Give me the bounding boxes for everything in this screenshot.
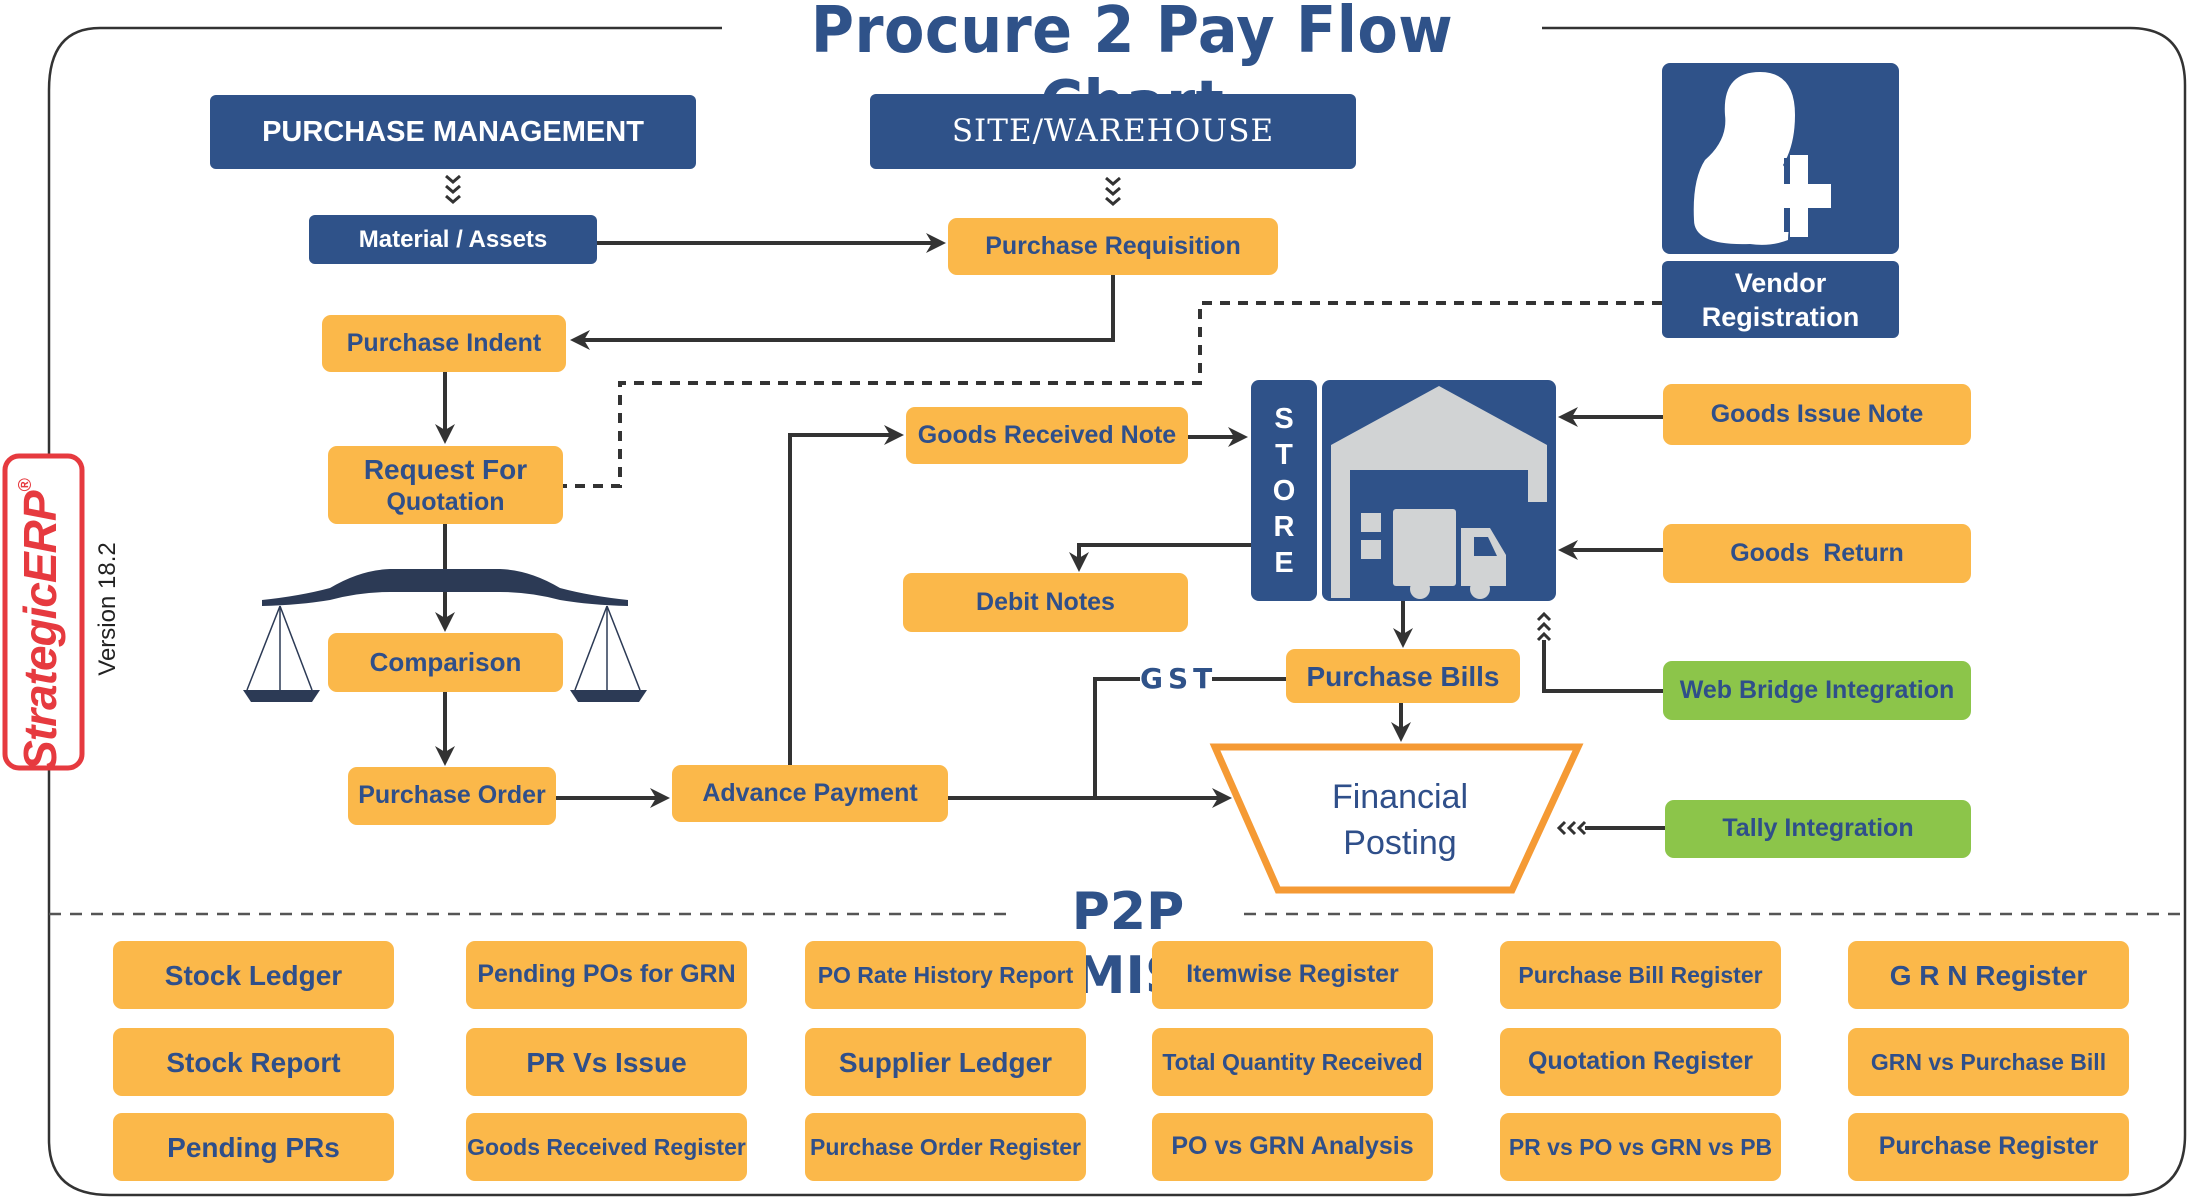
gst-label: GST — [1140, 662, 1218, 695]
web-bridge-integration-node[interactable]: Web Bridge Integration — [1663, 661, 1971, 720]
debit-notes-node[interactable]: Debit Notes — [903, 573, 1188, 632]
chevron-down-icon — [1105, 176, 1121, 206]
mis-report-label: Stock Ledger — [164, 959, 343, 991]
mis-report-label: Goods Received Register — [467, 1133, 746, 1160]
mis-report-label: Supplier Ledger — [838, 1046, 1053, 1078]
outer-frame — [47, 26, 2187, 1197]
mis-report-label: G R N Register — [1889, 959, 2088, 991]
request-for-quotation-node[interactable]: Request For Quotation — [328, 446, 563, 524]
chevron-left-icon — [1556, 820, 1587, 836]
mis-report-label: Purchase Register — [1878, 1132, 2099, 1161]
mis-report-label: Stock Report — [166, 1046, 341, 1078]
mis-report-button[interactable]: Goods Received Register — [466, 1113, 747, 1181]
mis-report-button[interactable]: Pending POs for GRN — [466, 941, 747, 1009]
warehouse-truck-icon — [1322, 380, 1556, 601]
goods-received-note-node[interactable]: Goods Received Note — [906, 407, 1188, 464]
store-label[interactable]: S T O R E — [1251, 380, 1317, 601]
page-title: Procure 2 Pay Flow Chart — [754, 0, 1510, 142]
mis-report-label: GRN vs Purchase Bill — [1870, 1048, 2107, 1075]
connector-webbridge-to-store — [1542, 640, 1663, 693]
connector-vendor-to-rfq — [563, 301, 1662, 488]
mis-report-button[interactable]: Purchase Bill Register — [1500, 941, 1781, 1009]
purchase-order-node[interactable]: Purchase Order — [348, 767, 556, 825]
connector-store-to-debit — [1069, 543, 1251, 572]
registered-mark: ® — [15, 479, 35, 492]
mis-report-button[interactable]: G R N Register — [1848, 941, 2129, 1009]
mis-report-button[interactable]: Stock Ledger — [113, 941, 394, 1009]
mis-report-label: PR Vs Issue — [526, 1046, 687, 1078]
mis-report-label: PO vs GRN Analysis — [1171, 1132, 1414, 1161]
mis-report-button[interactable]: Quotation Register — [1500, 1028, 1781, 1096]
material-assets-node[interactable]: Material / Assets — [309, 215, 597, 264]
mis-report-label: Pending POs for GRN — [477, 960, 736, 989]
connector-advance-to-grn — [788, 425, 904, 765]
mis-report-label: Quotation Register — [1527, 1047, 1753, 1076]
mis-report-label: Pending PRs — [167, 1131, 340, 1163]
mis-report-button[interactable]: PO vs GRN Analysis — [1152, 1113, 1433, 1181]
connector-gst-branch — [1093, 677, 1140, 798]
site-warehouse-header[interactable]: SITE/WAREHOUSE — [870, 94, 1356, 169]
purchase-bills-node[interactable]: Purchase Bills — [1286, 649, 1520, 703]
mis-report-label: PO Rate History Report — [817, 961, 1074, 988]
add-user-icon — [1662, 63, 1899, 254]
balance-scale-icon — [243, 569, 647, 702]
mis-report-button[interactable]: PR vs PO vs GRN vs PB — [1500, 1113, 1781, 1181]
logo-outline — [2, 453, 85, 771]
mis-report-button[interactable]: Supplier Ledger — [805, 1028, 1086, 1096]
mis-report-label: Purchase Order Register — [809, 1133, 1081, 1160]
mis-report-button[interactable]: Stock Report — [113, 1028, 394, 1096]
mis-report-button[interactable]: Purchase Order Register — [805, 1113, 1086, 1181]
tally-integration-node[interactable]: Tally Integration — [1665, 800, 1971, 858]
financial-posting-shape — [1209, 743, 1584, 894]
mis-report-button[interactable]: Itemwise Register — [1152, 941, 1433, 1009]
version-label: Version 18.2 — [94, 542, 121, 676]
vendor-registration-node[interactable]: Vendor Registration — [1662, 261, 1899, 338]
comparison-node[interactable]: Comparison — [328, 633, 563, 692]
mis-report-button[interactable]: PO Rate History Report — [805, 941, 1086, 1009]
mis-report-label: Total Quantity Received — [1162, 1048, 1423, 1075]
purchase-indent-node[interactable]: Purchase Indent — [322, 315, 566, 372]
connector-pr-to-indent — [570, 275, 1115, 350]
mis-title: P2P MIS — [1012, 880, 1244, 1006]
mis-report-button[interactable]: GRN vs Purchase Bill — [1848, 1028, 2129, 1096]
purchase-requisition-node[interactable]: Purchase Requisition — [948, 218, 1278, 275]
mis-report-label: Itemwise Register — [1186, 960, 1399, 989]
purchase-management-header[interactable]: PURCHASE MANAGEMENT — [210, 95, 696, 169]
chevron-up-icon — [1536, 611, 1552, 642]
advance-payment-node[interactable]: Advance Payment — [672, 765, 948, 822]
mis-report-button[interactable]: Purchase Register — [1848, 1113, 2129, 1181]
mis-report-button[interactable]: Total Quantity Received — [1152, 1028, 1433, 1096]
financial-posting-node[interactable]: Financial Posting — [1331, 778, 1469, 862]
mis-report-button[interactable]: PR Vs Issue — [466, 1028, 747, 1096]
mis-report-label: Purchase Bill Register — [1518, 961, 1763, 988]
logo-text: StrategicERP — [14, 491, 66, 771]
chevron-down-icon — [445, 174, 461, 204]
goods-issue-note-node[interactable]: Goods Issue Note — [1663, 384, 1971, 445]
goods-return-node[interactable]: Goods Return — [1663, 524, 1971, 583]
strategic-erp-logo: StrategicERP ® — [11, 475, 69, 775]
mis-report-button[interactable]: Pending PRs — [113, 1113, 394, 1181]
mis-report-label: PR vs PO vs GRN vs PB — [1508, 1133, 1773, 1160]
